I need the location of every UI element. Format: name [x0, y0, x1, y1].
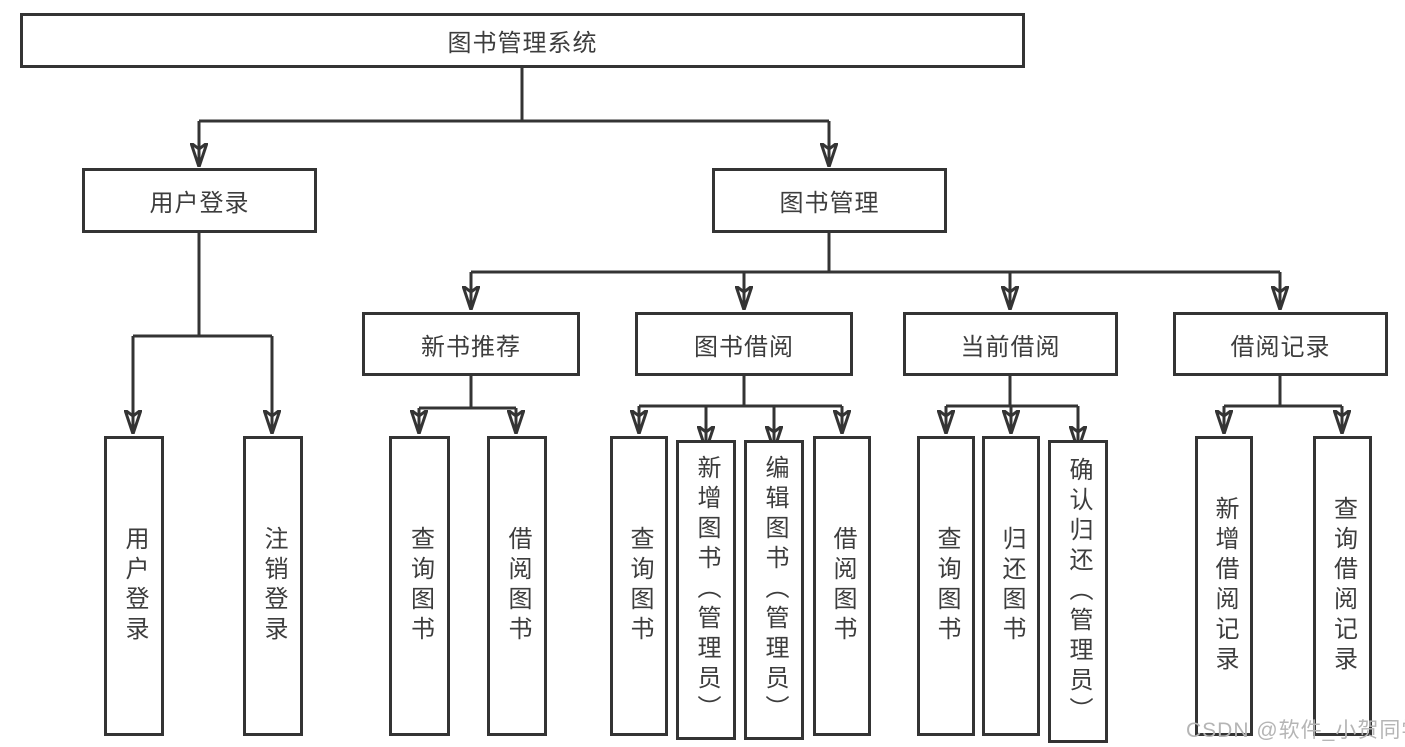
leaf-query-borrow-record: 查询借阅记录 — [1313, 436, 1372, 736]
node-library-management-system: 图书管理系统 — [20, 13, 1025, 68]
leaf-borrow-books-recommend: 借阅图书 — [487, 436, 547, 736]
leaf-edit-books-admin: 编辑图书（管理员） — [744, 440, 804, 740]
node-borrowing-records: 借阅记录 — [1173, 312, 1388, 376]
leaf-query-books-borrowing: 查询图书 — [610, 436, 668, 736]
leaf-user-login: 用户登录 — [104, 436, 164, 736]
csdn-watermark: CSDN @软件_小贺同学 — [1186, 719, 1405, 742]
leaf-borrow-books-borrowing: 借阅图书 — [813, 436, 871, 736]
leaf-add-books-admin: 新增图书（管理员） — [676, 440, 736, 740]
node-book-borrowing: 图书借阅 — [635, 312, 853, 376]
node-new-book-recommend: 新书推荐 — [362, 312, 580, 376]
leaf-query-books-recommend: 查询图书 — [389, 436, 450, 736]
leaf-confirm-return-admin: 确认归还（管理员） — [1048, 440, 1108, 743]
leaf-logout: 注销登录 — [243, 436, 303, 736]
node-book-management: 图书管理 — [712, 168, 947, 233]
leaf-return-books: 归还图书 — [982, 436, 1040, 736]
node-user-login: 用户登录 — [82, 168, 317, 233]
leaf-add-borrow-record: 新增借阅记录 — [1195, 436, 1253, 736]
leaf-query-books-current: 查询图书 — [917, 436, 975, 736]
node-current-borrowing: 当前借阅 — [903, 312, 1118, 376]
